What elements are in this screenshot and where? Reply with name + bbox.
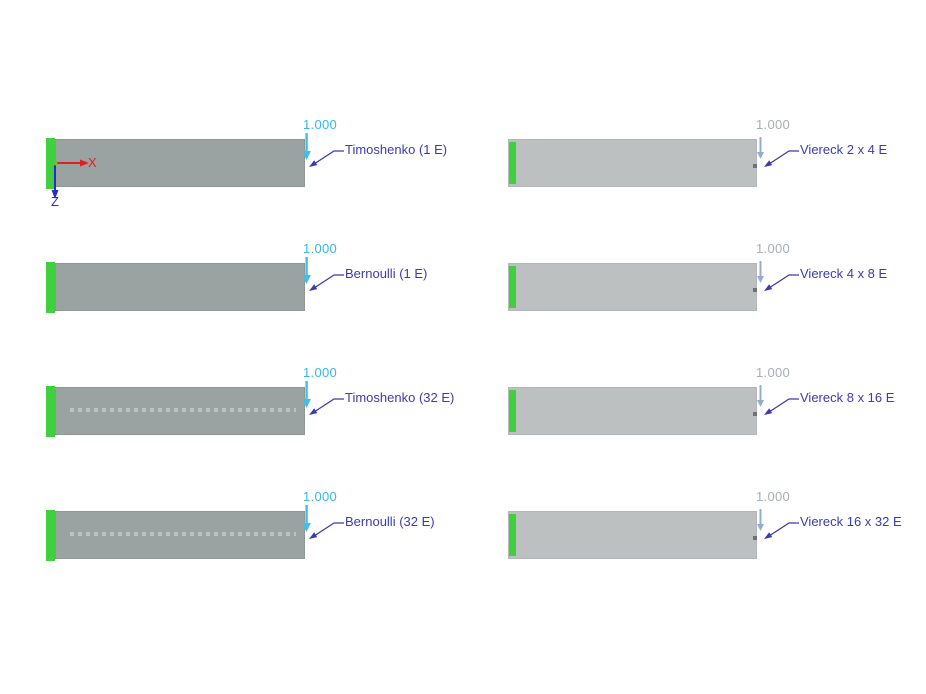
node-marker bbox=[753, 412, 757, 416]
leader-line bbox=[764, 522, 799, 539]
leader-line bbox=[309, 150, 344, 167]
load-value[interactable]: 1.000 bbox=[303, 117, 338, 132]
load-arrow-icon[interactable] bbox=[756, 509, 766, 533]
load-arrow-icon[interactable] bbox=[756, 137, 766, 161]
leader-line bbox=[309, 274, 344, 291]
beam-label[interactable]: Bernoulli (1 E) bbox=[345, 266, 428, 281]
support-bar[interactable] bbox=[46, 510, 55, 561]
model-cell-viereck-16x32: 1.000 Viereck 16 x 32 E bbox=[497, 487, 926, 599]
leader-arrow-icon bbox=[764, 532, 773, 539]
beam-surface[interactable] bbox=[55, 263, 305, 311]
model-cell-bernoulli-32e: 1.000 Bernoulli (32 E) bbox=[44, 487, 514, 599]
node-marker bbox=[753, 164, 757, 168]
surface-label[interactable]: Viereck 2 x 4 E bbox=[800, 142, 888, 157]
leader-line bbox=[764, 150, 799, 167]
leader-arrow-icon bbox=[309, 284, 318, 291]
support-bar[interactable] bbox=[46, 138, 55, 189]
coordinate-axes-icon bbox=[51, 159, 89, 199]
beam-surface[interactable] bbox=[55, 387, 305, 435]
leader-arrow-icon bbox=[309, 160, 318, 167]
load-arrow-icon[interactable] bbox=[302, 133, 312, 161]
model-cell-viereck-8x16: 1.000 Viereck 8 x 16 E bbox=[497, 363, 926, 475]
surface-mesh[interactable] bbox=[508, 511, 757, 559]
surface-label[interactable]: Viereck 8 x 16 E bbox=[800, 390, 895, 405]
surface-mesh[interactable] bbox=[508, 139, 757, 187]
leader-arrow-icon bbox=[764, 284, 773, 291]
support-bar[interactable] bbox=[509, 142, 516, 184]
beam-label[interactable]: Timoshenko (32 E) bbox=[345, 390, 455, 405]
leader-line bbox=[764, 398, 799, 415]
load-value[interactable]: 1.000 bbox=[756, 489, 791, 504]
model-cell-timoshenko-1e: 1.000 X Z Timoshenko (1 E) bbox=[44, 115, 514, 227]
leader-arrow-icon bbox=[764, 408, 773, 415]
beam-surface[interactable] bbox=[55, 511, 305, 559]
model-cell-bernoulli-1e: 1.000 Bernoulli (1 E) bbox=[44, 239, 514, 351]
load-value[interactable]: 1.000 bbox=[756, 365, 791, 380]
model-cell-viereck-2x4: 1.000 Viereck 2 x 4 E bbox=[497, 115, 926, 227]
z-axis-label: Z bbox=[51, 194, 59, 209]
load-arrow-icon[interactable] bbox=[756, 385, 766, 409]
model-cell-viereck-4x8: 1.000 Viereck 4 x 8 E bbox=[497, 239, 926, 351]
load-arrow-icon[interactable] bbox=[302, 257, 312, 285]
surface-label[interactable]: Viereck 4 x 8 E bbox=[800, 266, 888, 281]
beam-label[interactable]: Bernoulli (32 E) bbox=[345, 514, 435, 529]
surface-mesh[interactable] bbox=[508, 263, 757, 311]
leader-arrow-icon bbox=[309, 408, 318, 415]
load-value[interactable]: 1.000 bbox=[756, 117, 791, 132]
leader-line bbox=[309, 522, 344, 539]
load-value[interactable]: 1.000 bbox=[303, 365, 338, 380]
x-axis-label: X bbox=[88, 155, 97, 170]
x-axis-arrow-icon bbox=[80, 159, 89, 167]
z-axis-arrow-icon bbox=[51, 190, 59, 199]
model-cell-timoshenko-32e: 1.000 Timoshenko (32 E) bbox=[44, 363, 514, 475]
leader-line bbox=[764, 274, 799, 291]
load-value[interactable]: 1.000 bbox=[303, 489, 338, 504]
surface-mesh[interactable] bbox=[508, 387, 757, 435]
support-bar[interactable] bbox=[509, 266, 516, 308]
leader-line bbox=[309, 398, 344, 415]
load-value[interactable]: 1.000 bbox=[756, 241, 791, 256]
node-marker bbox=[753, 288, 757, 292]
leader-arrow-icon bbox=[309, 532, 318, 539]
support-bar[interactable] bbox=[509, 514, 516, 556]
element-nodes-dots bbox=[70, 408, 296, 412]
support-bar[interactable] bbox=[46, 262, 55, 313]
load-arrow-icon[interactable] bbox=[302, 505, 312, 533]
load-arrow-icon[interactable] bbox=[302, 381, 312, 409]
node-marker bbox=[753, 536, 757, 540]
surface-label[interactable]: Viereck 16 x 32 E bbox=[800, 514, 902, 529]
beam-surface[interactable] bbox=[55, 139, 305, 187]
element-nodes-dots bbox=[70, 532, 296, 536]
load-value[interactable]: 1.000 bbox=[303, 241, 338, 256]
support-bar[interactable] bbox=[46, 386, 55, 437]
beam-label[interactable]: Timoshenko (1 E) bbox=[345, 142, 448, 157]
support-bar[interactable] bbox=[509, 390, 516, 432]
leader-arrow-icon bbox=[764, 160, 773, 167]
load-arrow-icon[interactable] bbox=[756, 261, 766, 285]
